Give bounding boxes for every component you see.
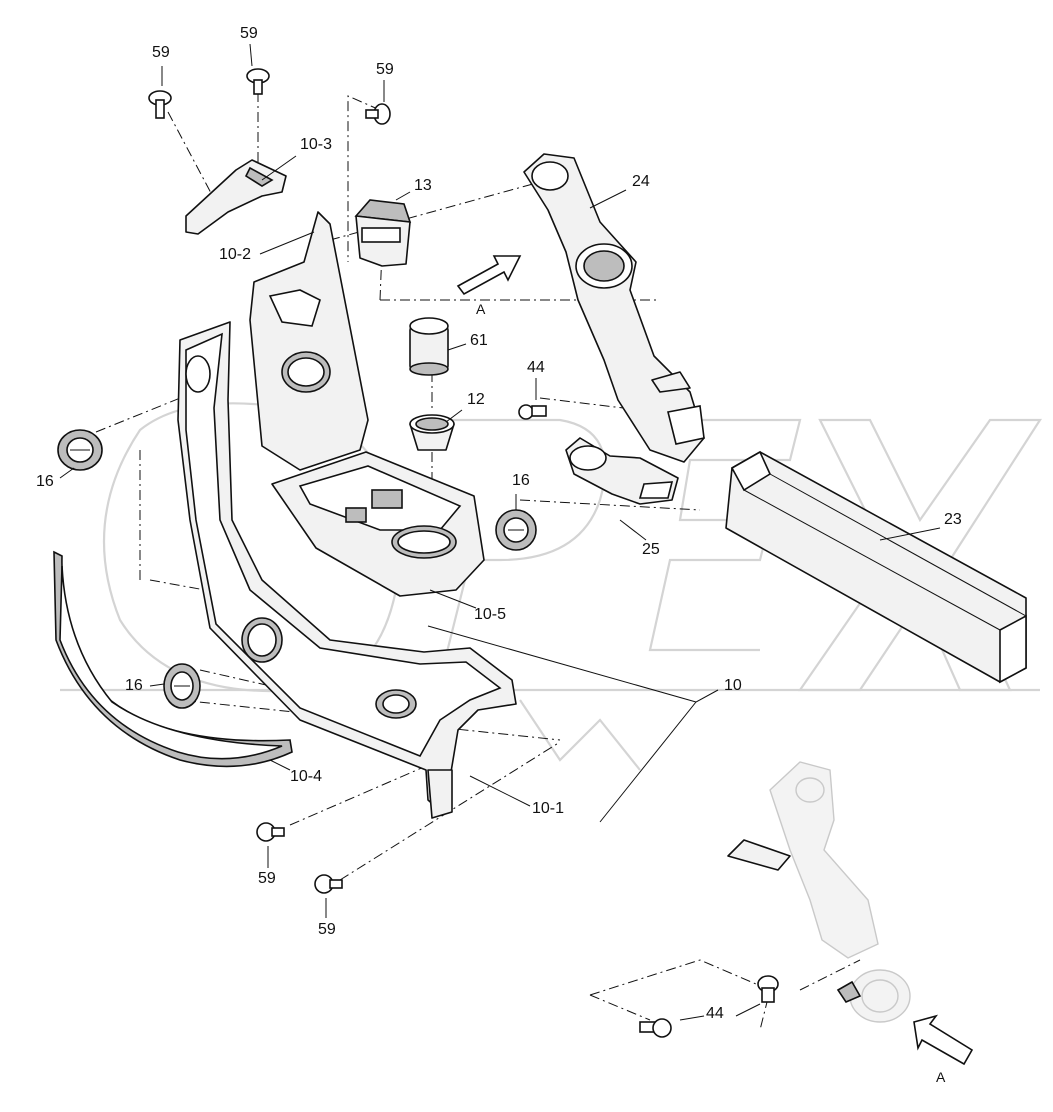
callout-10-1: 10-1 xyxy=(532,800,565,817)
callout-16: 16 xyxy=(36,473,54,490)
bolt-44-b xyxy=(639,1018,672,1038)
part-13-switch xyxy=(354,199,412,267)
grommet-16-b xyxy=(495,509,537,551)
callout-13: 13 xyxy=(414,177,432,194)
leader-lines xyxy=(59,43,941,1021)
grommet-16-c xyxy=(163,663,201,709)
part-25-duct xyxy=(565,437,679,505)
callout-16: 16 xyxy=(512,472,530,489)
callout-10-3: 10-3 xyxy=(300,136,333,153)
view-a-label: A xyxy=(936,1069,946,1085)
part-10-4-strip xyxy=(53,550,293,768)
view-a-arrow-bottom xyxy=(913,1014,974,1066)
callout-10: 10 xyxy=(724,677,742,694)
part-61-cylinder xyxy=(409,317,449,376)
part-10-5-console xyxy=(271,451,485,597)
callout-10-5: 10-5 xyxy=(474,606,507,623)
callout-59: 59 xyxy=(318,921,336,938)
part-23-duct xyxy=(725,450,1027,684)
callout-23: 23 xyxy=(944,511,962,528)
part-12-ring xyxy=(409,414,455,451)
grommet-16-a xyxy=(57,429,103,471)
callout-10-2: 10-2 xyxy=(219,246,252,263)
screw-59-b xyxy=(246,68,270,95)
screw-59-e xyxy=(314,874,343,894)
callout-59: 59 xyxy=(240,25,258,42)
screw-59-c xyxy=(365,103,391,125)
bolt-44-c xyxy=(757,975,779,1003)
callout-44: 44 xyxy=(706,1005,724,1022)
callout-16: 16 xyxy=(125,677,143,694)
view-a-detail xyxy=(727,761,911,1023)
callout-59: 59 xyxy=(152,44,170,61)
callout-12: 12 xyxy=(467,391,485,408)
callout-59: 59 xyxy=(376,61,394,78)
part-24-duct xyxy=(523,153,705,463)
callout-59: 59 xyxy=(258,870,276,887)
bolt-44-a xyxy=(518,404,547,420)
part-10-3-clip xyxy=(185,159,287,235)
callout-10-4: 10-4 xyxy=(290,768,323,785)
callout-61: 61 xyxy=(470,332,488,349)
callout-25: 25 xyxy=(642,541,660,558)
screw-59-a xyxy=(148,90,172,119)
callout-44: 44 xyxy=(527,359,545,376)
part-10-2-panel xyxy=(249,211,369,471)
part-10-1-bracket xyxy=(177,321,517,819)
view-a-arrow-top xyxy=(456,255,522,296)
view-a-label: A xyxy=(476,301,486,317)
callout-24: 24 xyxy=(632,173,650,190)
screw-59-d xyxy=(256,822,285,842)
